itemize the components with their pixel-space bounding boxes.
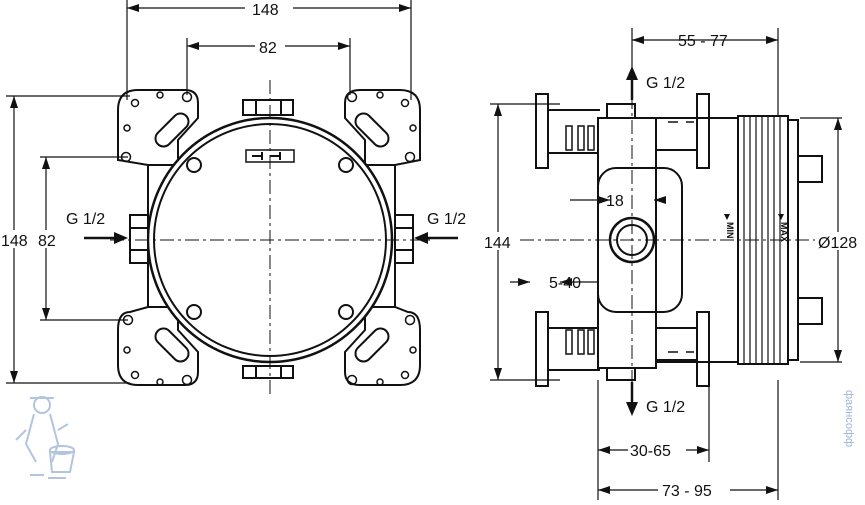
dim-height-inner: 82 [38,233,56,250]
marker-min: MIN [725,222,735,239]
dim-port: 18 [606,193,624,210]
dim-width-outer: 148 [252,2,279,19]
front-view [117,89,421,386]
inlet-arrow-right [414,232,458,244]
dim-diameter: Ø128 [818,235,857,252]
outlet-arrow-bottom [626,382,638,416]
side-dimension-arrows [494,36,842,494]
bracket-top-right [344,89,421,166]
marker-max: MAX [779,222,789,242]
label-outlet-top: G 1/2 [646,75,685,92]
dim-depth-outer: 73 - 95 [662,483,712,500]
label-inlet-right: G 1/2 [427,211,466,228]
dim-tile: 5-40 [549,275,581,292]
dim-depth-inner: 30-65 [630,443,671,460]
bracket-bottom-left [117,306,199,386]
inlet-arrow-left [84,232,128,244]
label-inlet-left: G 1/2 [66,211,105,228]
front-dimension-arrows [10,4,411,383]
outlet-arrow-top [626,66,638,100]
front-centerlines [110,80,430,395]
watermark-text: фаянсофф [843,390,855,447]
side-centerlines [520,95,835,395]
dim-height-outer: 148 [1,233,28,250]
dim-height: 144 [484,235,511,252]
plumber-mascot-icon [15,396,76,479]
dim-top: 55 - 77 [678,33,728,50]
label-outlet-bottom: G 1/2 [646,399,685,416]
dim-width-inner: 82 [259,40,277,57]
